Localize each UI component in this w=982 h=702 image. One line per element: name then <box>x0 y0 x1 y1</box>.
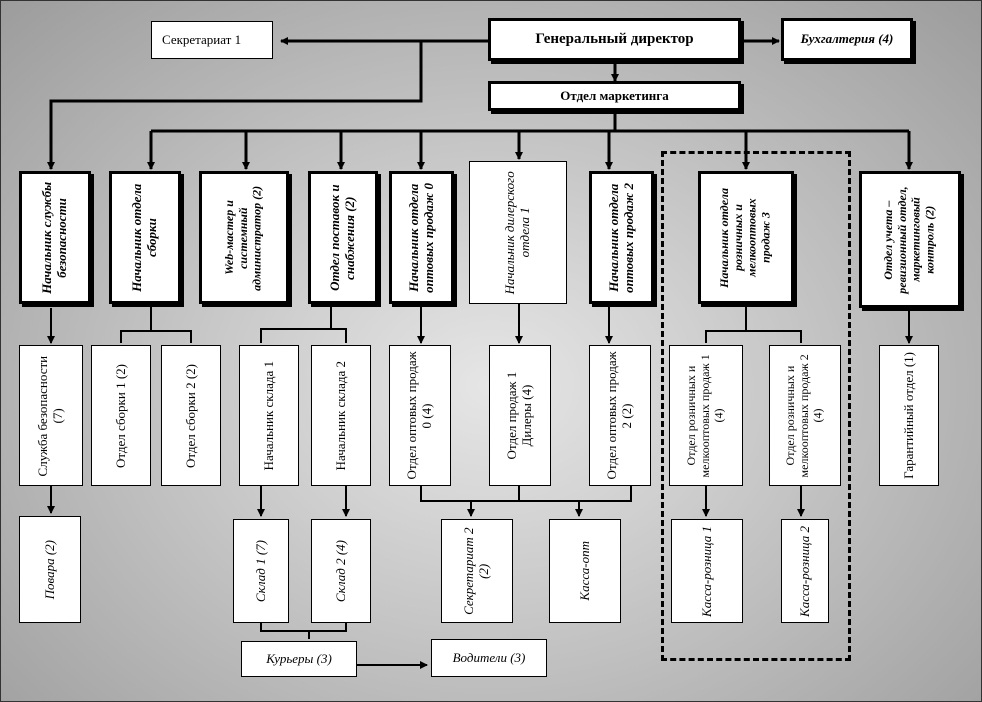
secretariat-2-label: Секретариат 2 (2) <box>461 527 491 615</box>
retail-group-outline <box>661 151 851 661</box>
supply-dept-label: Отдел поставок и снабжения (2) <box>327 184 357 291</box>
wholesale-2-dept-label: Отдел оптовых продаж 2 (2) <box>604 351 634 480</box>
security-head-label: Начальник службы безопасности <box>39 181 69 294</box>
assembly-2-label: Отдел сборки 2 (2) <box>182 363 198 468</box>
cash-wholesale-label: Касса-опт <box>576 541 592 601</box>
warranty-dept-box: Гарантийный отдел (1) <box>879 345 939 486</box>
marketing-box: Отдел маркетинга <box>488 81 741 111</box>
dealers-dept-box: Отдел продаж 1 Дилеры (4) <box>489 345 551 486</box>
wholesale-2-head-box: Начальник отдела оптовых продаж 2 <box>589 171 654 304</box>
cooks-box: Повара (2) <box>19 516 81 623</box>
warranty-dept-label: Гарантийный отдел (1) <box>900 352 916 479</box>
assembly-2-box: Отдел сборки 2 (2) <box>161 345 221 486</box>
couriers-label: Курьеры (3) <box>266 650 332 666</box>
assembly-head-label: Начальник отдела сборки <box>129 183 159 292</box>
general-director-label: Генеральный директор <box>535 31 694 47</box>
warehouse-1-label: Склад 1 (7) <box>252 539 268 603</box>
secretariat-1-label: Секретариат 1 <box>162 31 242 47</box>
assembly-1-label: Отдел сборки 1 (2) <box>112 363 128 468</box>
retail-dept-1-label: Отдел розничных и мелкооптовых продаж 1 … <box>684 353 726 478</box>
supply-dept-box: Отдел поставок и снабжения (2) <box>308 171 378 304</box>
warehouse-head-1-label: Начальник склада 1 <box>260 360 276 471</box>
audit-dept-label: Отдел учета – ревизионный отдел, маркети… <box>881 185 937 294</box>
secretariat-2-box: Секретариат 2 (2) <box>441 519 513 623</box>
warehouse-head-1-box: Начальник склада 1 <box>239 345 299 486</box>
cash-retail-1-box: Касса-розница 1 <box>671 519 743 623</box>
webmaster-box: Web-мастер и системный администратор (2) <box>199 171 289 304</box>
security-service-label: Служба безопасности (7) <box>35 355 65 476</box>
marketing-label: Отдел маркетинга <box>560 87 669 103</box>
cash-retail-2-label: Касса-розница 2 <box>796 525 812 617</box>
dealer-head-label: Начальник дилерского отдела 1 <box>502 170 532 295</box>
line-director-security <box>47 41 423 170</box>
drivers-label: Водители (3) <box>452 649 526 665</box>
webmaster-label: Web-мастер и системный администратор (2) <box>222 185 264 291</box>
cash-retail-2-box: Касса-розница 2 <box>781 519 829 623</box>
security-service-box: Служба безопасности (7) <box>19 345 83 486</box>
cash-wholesale-box: Касса-опт <box>549 519 621 623</box>
assembly-head-box: Начальник отдела сборки <box>109 171 181 304</box>
wholesale-0-head-label: Начальник отдела оптовых продаж 0 <box>405 182 436 293</box>
warehouse-head-2-label: Начальник склада 2 <box>332 360 348 471</box>
warehouse-1-box: Склад 1 (7) <box>233 519 289 623</box>
assembly-1-box: Отдел сборки 1 (2) <box>91 345 151 486</box>
line-marketing-bus <box>151 111 909 133</box>
retail-dept-2-label: Отдел розничных и мелкооптовых продаж 2 … <box>783 353 825 478</box>
dealer-head-box: Начальник дилерского отдела 1 <box>469 161 567 304</box>
couriers-box: Курьеры (3) <box>241 641 357 677</box>
retail-3-head-box: Начальник отдела розничных и мелкооптовы… <box>698 171 794 304</box>
warehouse-2-box: Склад 2 (4) <box>311 519 371 623</box>
accounting-label: Бухгалтерия (4) <box>800 31 894 47</box>
dealers-dept-label: Отдел продаж 1 Дилеры (4) <box>504 371 534 460</box>
warehouse-2-label: Склад 2 (4) <box>332 539 348 603</box>
retail-3-head-label: Начальник отдела розничных и мелкооптовы… <box>717 187 773 288</box>
retail-dept-1-box: Отдел розничных и мелкооптовых продаж 1 … <box>669 345 743 486</box>
general-director-box: Генеральный директор <box>488 18 741 61</box>
wholesale-0-dept-box: Отдел оптовых продаж 0 (4) <box>389 345 451 486</box>
security-head-box: Начальник службы безопасности <box>19 171 91 304</box>
wholesale-0-dept-label: Отдел оптовых продаж 0 (4) <box>404 351 434 480</box>
audit-dept-box: Отдел учета – ревизионный отдел, маркети… <box>859 171 961 308</box>
drivers-box: Водители (3) <box>431 639 547 677</box>
wholesale-2-head-label: Начальник отдела оптовых продаж 2 <box>605 182 636 293</box>
secretariat-1-box: Секретариат 1 <box>151 21 273 59</box>
cash-retail-1-label: Касса-розница 1 <box>698 525 714 617</box>
wholesale-2-dept-box: Отдел оптовых продаж 2 (2) <box>589 345 651 486</box>
wholesale-0-head-box: Начальник отдела оптовых продаж 0 <box>389 171 454 304</box>
accounting-box: Бухгалтерия (4) <box>781 18 913 61</box>
retail-dept-2-box: Отдел розничных и мелкооптовых продаж 2 … <box>769 345 841 486</box>
cooks-label: Повара (2) <box>41 539 57 600</box>
warehouse-head-2-box: Начальник склада 2 <box>311 345 371 486</box>
